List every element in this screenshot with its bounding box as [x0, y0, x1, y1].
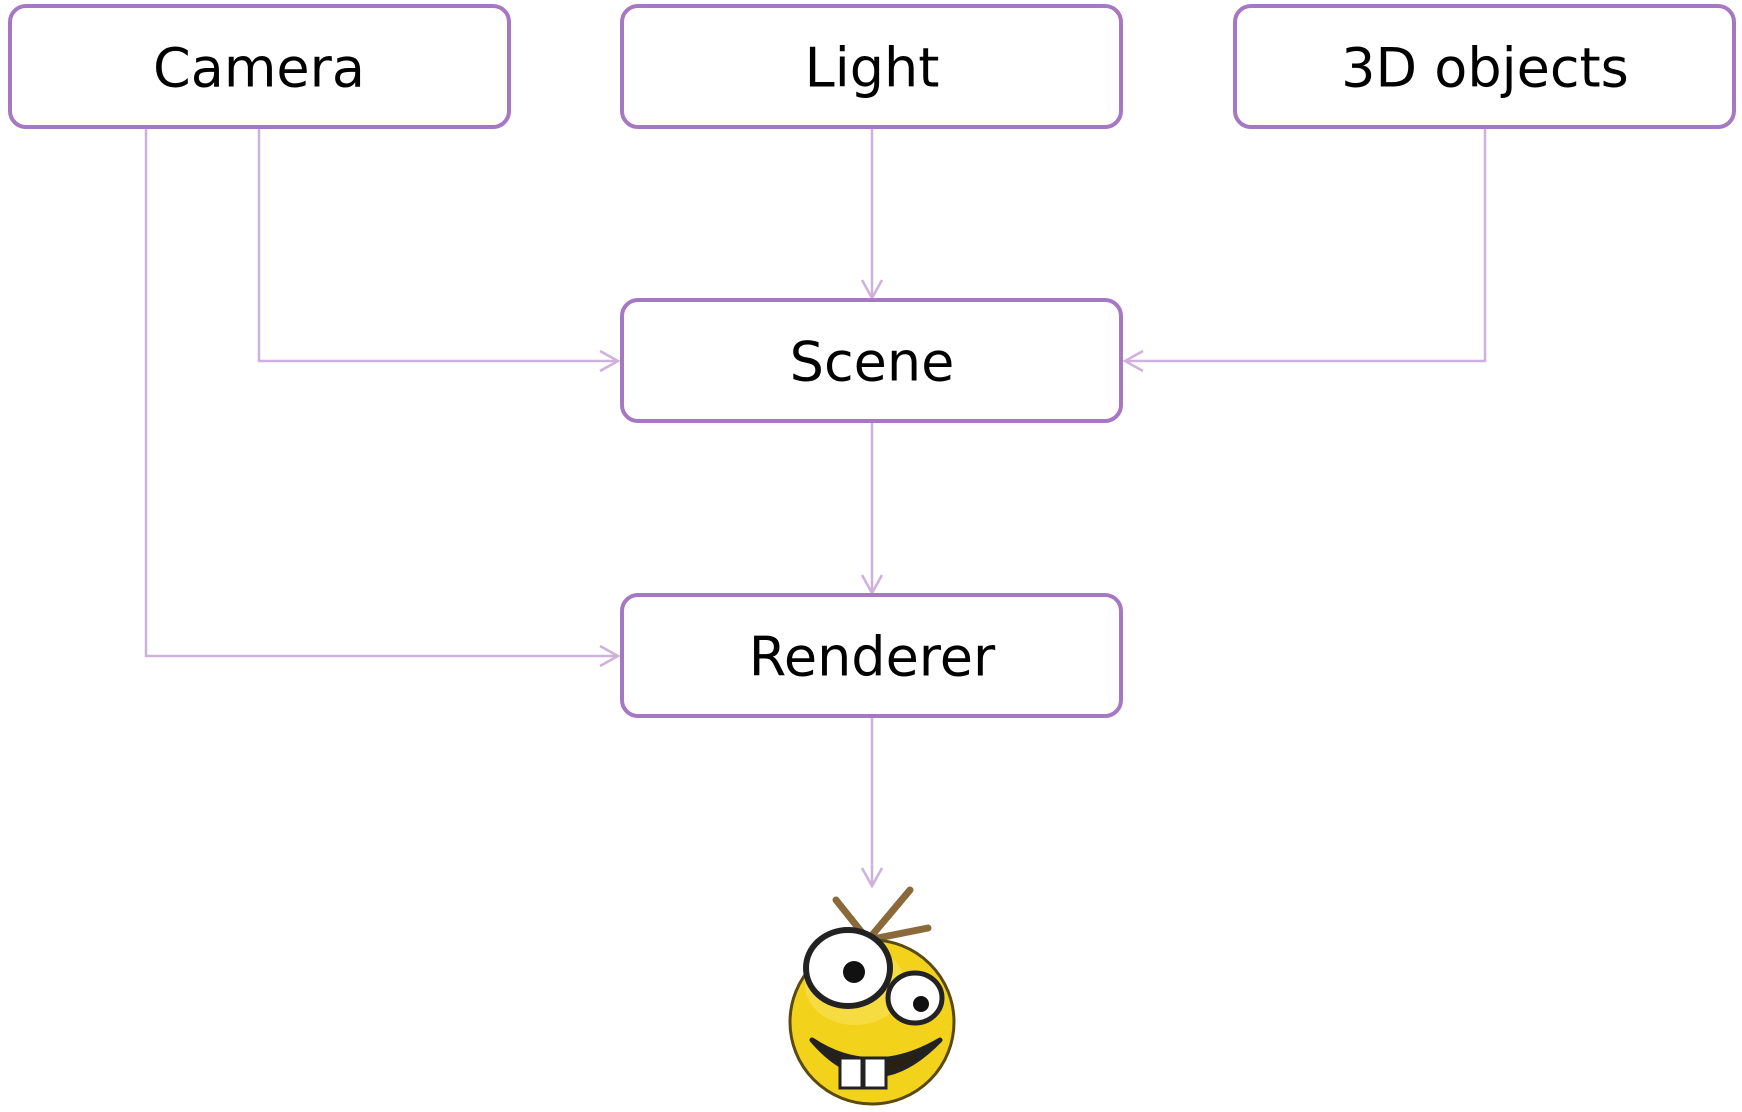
node-camera: Camera: [8, 4, 511, 129]
node-renderer: Renderer: [620, 593, 1123, 718]
node-3d-objects-label: 3D objects: [1341, 37, 1629, 100]
node-light-label: Light: [805, 37, 940, 100]
arrowhead-camera-to-scene: [599, 349, 621, 373]
node-light-box: [620, 4, 1123, 129]
node-scene-box: [620, 298, 1123, 423]
connector-camera-to-scene: [257, 128, 618, 363]
arrowhead-renderer-to-output: [860, 867, 884, 889]
node-camera-box: [8, 4, 511, 129]
node-renderer-label: Renderer: [749, 626, 996, 689]
arrowhead-objects-to-scene: [1122, 349, 1144, 373]
smiley-face-icon: [788, 886, 956, 1106]
arrowhead-camera-to-renderer: [599, 644, 621, 668]
node-renderer-box: [620, 593, 1123, 718]
node-3d-objects: 3D objects: [1233, 4, 1736, 129]
connector-objects-to-scene: [1125, 128, 1487, 363]
node-light: Light: [620, 4, 1123, 129]
node-camera-label: Camera: [153, 37, 365, 100]
node-scene: Scene: [620, 298, 1123, 423]
connector-camera-to-renderer: [144, 128, 618, 658]
connectors: [144, 128, 1487, 889]
node-scene-label: Scene: [790, 331, 955, 394]
node-3d-objects-box: [1233, 4, 1736, 129]
